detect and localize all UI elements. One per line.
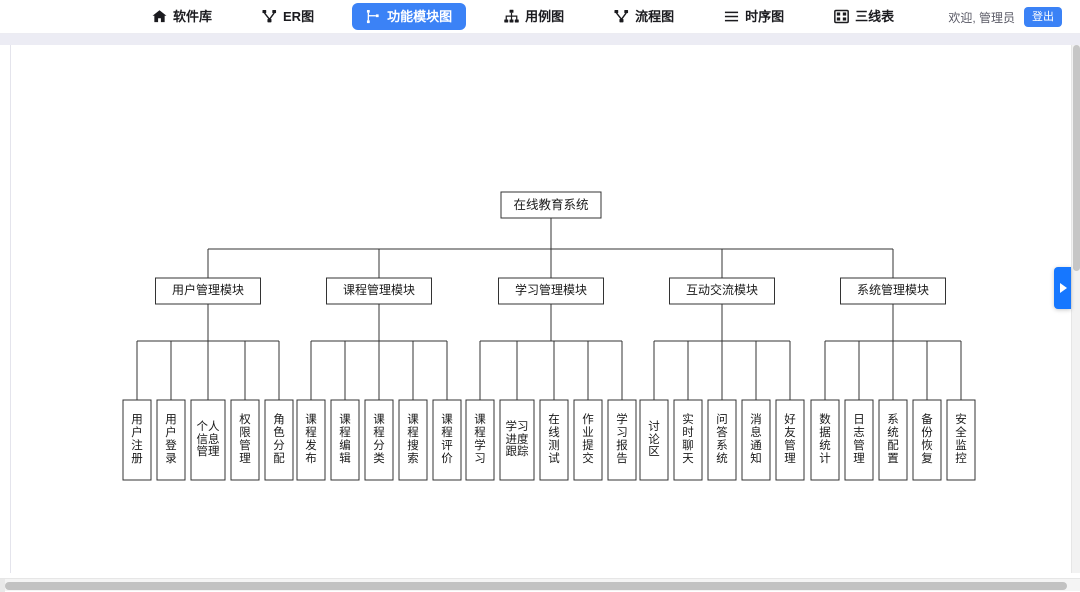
home-icon — [152, 9, 167, 24]
tree-node-leaf-label: 安全监控 — [947, 400, 975, 480]
nav-item-label: ER图 — [283, 10, 314, 23]
nav-item-er-diagram[interactable]: ER图 — [250, 3, 326, 30]
share-nodes-icon — [614, 9, 629, 24]
tree-node-leaf-label: 课程搜索 — [399, 400, 427, 480]
tree-node-leaf-label: 课程发布 — [297, 400, 325, 480]
tree-connectors-and-boxes — [11, 45, 1070, 573]
nav-item-label: 功能模块图 — [387, 10, 452, 23]
tree-node-module-label: 学习管理模块 — [499, 278, 604, 304]
tree-node-leaf-label: 系统配置 — [879, 400, 907, 480]
nav-item-label: 软件库 — [173, 10, 212, 23]
nav-item-software-library[interactable]: 软件库 — [140, 3, 224, 30]
nav-item-use-case-diagram[interactable]: 用例图 — [492, 3, 576, 30]
nav-item-sequence-diagram[interactable]: 时序图 — [712, 3, 796, 30]
tree-node-leaf-label: 好友管理 — [776, 400, 804, 480]
function-module-tree: 在线教育系统用户管理模块用户注册用户登录个人信息管理权限管理角色分配 课程管理模块… — [11, 45, 1070, 573]
tree-node-leaf-label: 学习进度跟踪 — [500, 400, 534, 480]
tree-node-leaf-label: 个人信息管理 — [191, 400, 225, 480]
horizontal-lines-icon — [724, 9, 739, 24]
nav-item-flowchart[interactable]: 流程图 — [602, 3, 686, 30]
tree-node-leaf-label: 学习报告 — [608, 400, 636, 480]
nav-item-three-line-table[interactable]: 三线表 — [822, 3, 906, 30]
tree-node-leaf-label: 作业提交 — [574, 400, 602, 480]
tree-node-leaf-label: 日志管理 — [845, 400, 873, 480]
diagram-canvas[interactable]: 在线教育系统用户管理模块用户注册用户登录个人信息管理权限管理角色分配 课程管理模块… — [10, 45, 1070, 573]
tree-node-leaf-label: 数据统计 — [811, 400, 839, 480]
nav-item-label: 流程图 — [635, 10, 674, 23]
tree-node-leaf-label: 课程评价 — [433, 400, 461, 480]
tree-node-root-label: 在线教育系统 — [501, 192, 601, 218]
tree-node-module-label: 用户管理模块 — [156, 278, 261, 304]
tree-node-leaf-label: 课程分类 — [365, 400, 393, 480]
tree-node-leaf-label: 备份恢复 — [913, 400, 941, 480]
welcome-text: 欢迎, 管理员 — [948, 9, 1015, 26]
tree-node-module-label: 互动交流模块 — [670, 278, 775, 304]
navbar-underlay-strip — [0, 34, 1080, 45]
logout-button[interactable]: 登出 — [1024, 7, 1062, 27]
tree-node-leaf-label: 用户登录 — [157, 400, 185, 480]
sitemap-branch-icon — [366, 9, 381, 24]
nav-item-label: 用例图 — [525, 10, 564, 23]
tree-node-leaf-label: 角色分配 — [265, 400, 293, 480]
tree-node-module-label: 课程管理模块 — [327, 278, 432, 304]
panel-expand-toggle-button[interactable] — [1054, 267, 1071, 309]
tree-node-module-label: 系统管理模块 — [841, 278, 946, 304]
horizontal-scrollbar[interactable] — [0, 578, 1080, 591]
vertical-scrollbar-thumb[interactable] — [1073, 45, 1080, 271]
tree-node-leaf-label: 实时聊天 — [674, 400, 702, 480]
table-grid-icon — [834, 9, 849, 24]
share-nodes-icon — [262, 9, 277, 24]
tree-node-leaf-label: 课程编辑 — [331, 400, 359, 480]
nav-user-area: 欢迎, 管理员 登出 — [948, 0, 1062, 34]
nav-item-function-module-diagram[interactable]: 功能模块图 — [352, 3, 466, 30]
tree-node-leaf-label: 权限管理 — [231, 400, 259, 480]
nav-item-label: 时序图 — [745, 10, 784, 23]
play-triangle-right-icon — [1060, 283, 1067, 293]
tree-node-leaf-label: 问答系统 — [708, 400, 736, 480]
tree-node-leaf-label: 在线测试 — [540, 400, 568, 480]
nav-item-label: 三线表 — [855, 10, 894, 23]
tree-node-leaf-label: 消息通知 — [742, 400, 770, 480]
vertical-scrollbar[interactable] — [1071, 45, 1080, 573]
horizontal-scrollbar-thumb[interactable] — [5, 582, 1067, 590]
nav-items: 软件库 ER图 — [140, 3, 932, 30]
top-navbar: 软件库 ER图 — [0, 0, 1080, 34]
tree-node-leaf-label: 用户注册 — [123, 400, 151, 480]
tree-node-leaf-label: 讨论区 — [640, 400, 668, 480]
tree-node-leaf-label: 课程学习 — [466, 400, 494, 480]
hierarchy-icon — [504, 9, 519, 24]
